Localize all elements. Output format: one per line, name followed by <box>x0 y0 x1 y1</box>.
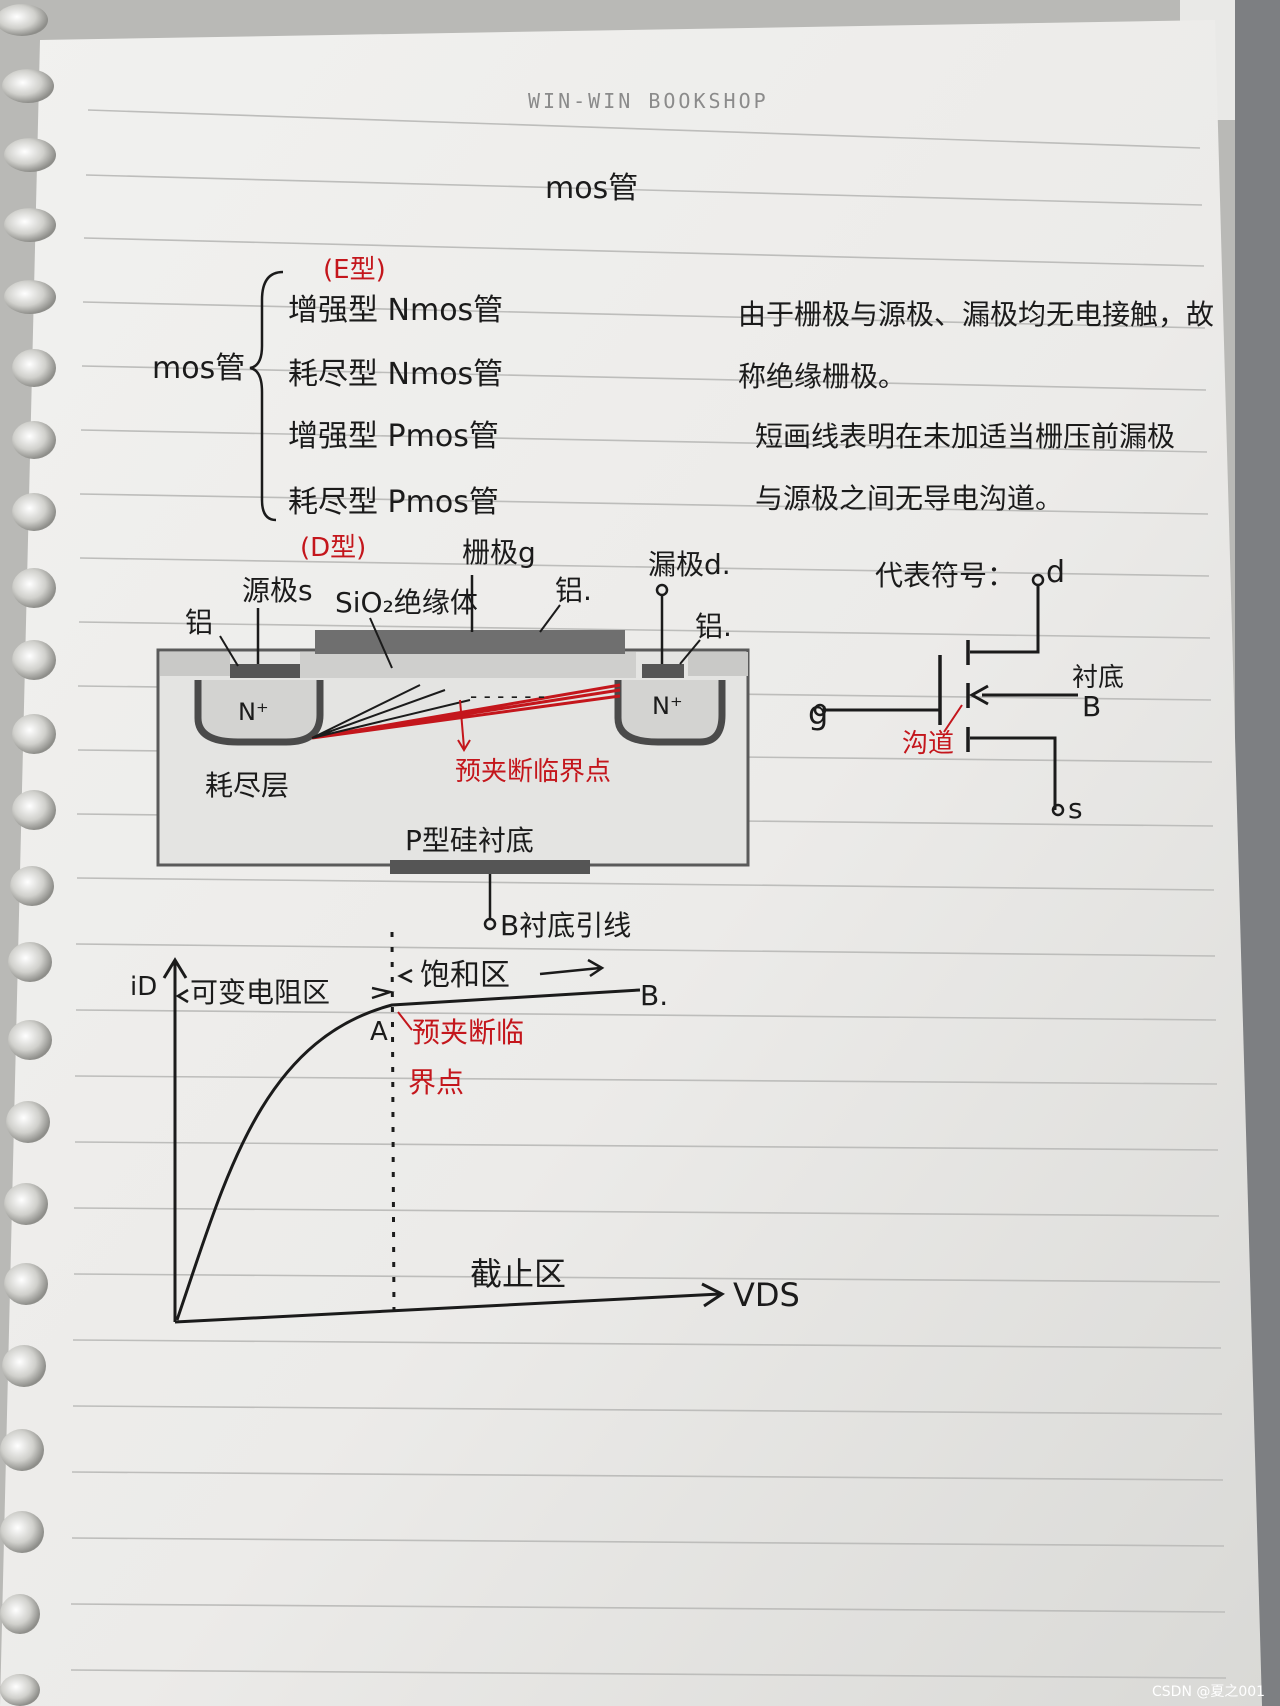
channel-dark-lines <box>311 684 471 739</box>
classification-brace <box>249 270 284 522</box>
y-axis-label: iD <box>130 972 157 1002</box>
substrate-label: P型硅衬底 <box>405 824 534 857</box>
oxide-layer <box>300 652 636 678</box>
region-left-arrow-right <box>371 986 395 1000</box>
channel-charges: - - - - - - <box>470 684 545 708</box>
pinchoff-label: 预夹断临界点 <box>455 757 611 787</box>
type-item-2: 耗尽型 Nmos管 <box>288 357 503 392</box>
channel-pointer <box>943 704 963 733</box>
drain-label: 漏极d. <box>648 548 731 581</box>
aluminum-top-label: 铝. <box>555 574 592 607</box>
gate-symbol-label: g <box>808 694 828 732</box>
notes-section: 由于栅极与源极、漏极均无电接触，故 称绝缘栅极。 短画线表明在未加适当栅压前漏极… <box>738 298 1214 515</box>
circuit-symbol: 代表符号： d 衬底 B g s 沟道 <box>808 555 1124 825</box>
pinchoff-arrow-head <box>457 739 471 752</box>
characteristic-curve <box>175 988 641 1321</box>
mos-root-label: mos管 <box>152 351 245 386</box>
critical-point-text-1: 预夹断临 <box>412 1016 524 1049</box>
output-curve: iD VDS 可变电阻区 饱和区 B. A 预夹断临 界点 截止区 <box>130 931 800 1324</box>
x-axis <box>174 1292 721 1324</box>
aluminum-top-pointer <box>539 604 561 633</box>
source-symbol-terminal <box>1051 803 1065 817</box>
type-item-3: 增强型 Pmos管 <box>288 419 499 454</box>
drain-metal <box>642 664 684 678</box>
channel-symbol-label: 沟道 <box>902 729 954 759</box>
source-wire <box>970 736 1057 810</box>
cutoff-region-label: 截止区 <box>470 1255 566 1293</box>
drain-n-region <box>614 680 726 746</box>
drain-nplus-label: N⁺ <box>652 692 683 720</box>
note-line-3: 短画线表明在未加适当栅压前漏极 <box>755 420 1175 453</box>
depletion-layer-label: 耗尽层 <box>205 769 289 802</box>
region-right-line <box>539 966 601 976</box>
note-line-2: 称绝缘栅极。 <box>738 360 906 393</box>
drain-wire <box>970 585 1040 654</box>
substrate-symbol-label: B <box>1082 690 1101 723</box>
x-axis-arrow <box>701 1282 725 1308</box>
y-axis-arrow <box>162 957 188 979</box>
pinchoff-divider <box>390 931 396 1317</box>
curve-endpoint-label: B. <box>640 979 668 1012</box>
d-type-label: (D型) <box>300 533 366 563</box>
region-right-arrow-left <box>397 968 413 984</box>
note-line-4: 与源极之间无导电沟道。 <box>755 482 1063 515</box>
critical-point-arrow <box>397 1011 413 1031</box>
classification-section: (E型) mos管 增强型 Nmos管 耗尽型 Nmos管 增强型 Pmos管 … <box>152 255 503 563</box>
aluminum-right-pointer <box>679 639 701 665</box>
type-item-1: 增强型 Nmos管 <box>288 293 503 328</box>
gate-symbol-terminal <box>813 703 827 717</box>
substrate-terminal <box>483 917 497 931</box>
region-left-label: 可变电阻区 <box>190 976 330 1009</box>
note-line-1: 由于栅极与源极、漏极均无电接触，故 <box>738 298 1214 331</box>
substrate-contact <box>390 860 590 874</box>
aluminum-right-label: 铝. <box>695 610 732 643</box>
source-n-region <box>194 680 324 746</box>
watermark: CSDN @夏之001 <box>1152 1684 1265 1700</box>
source-symbol-label: s <box>1068 792 1083 825</box>
drain-symbol-label: d <box>1046 555 1065 590</box>
spiral-binding <box>0 4 56 1706</box>
oxide-right <box>688 652 748 676</box>
mos-structure-diagram: N⁺ N⁺ - - - - - - 预夹断临界点 耗尽层 P型硅衬底 B衬底引线… <box>156 536 750 942</box>
oxide-left <box>160 652 230 676</box>
gate-label: 栅极g <box>462 536 536 569</box>
aluminum-left-pointer <box>219 635 239 667</box>
region-right-arrow-right <box>587 958 605 978</box>
source-metal <box>230 664 300 678</box>
substrate-symbol-caption: 衬底 <box>1072 663 1124 693</box>
e-type-label: (E型) <box>323 255 386 285</box>
channel-red-lines <box>311 683 621 740</box>
pinchoff-arrow <box>459 699 465 749</box>
region-left-arrow-left <box>175 988 189 1004</box>
type-item-4: 耗尽型 Pmos管 <box>288 485 499 520</box>
critical-point-label: A <box>370 1017 388 1047</box>
ruled-lines <box>70 109 1227 1679</box>
aluminum-left-label: 铝 <box>185 606 213 639</box>
source-label: 源极s <box>242 574 313 607</box>
gate-metal <box>315 630 625 654</box>
source-nplus-label: N⁺ <box>238 698 269 726</box>
symbol-title: 代表符号： <box>875 559 1015 592</box>
substrate-lead-label: B衬底引线 <box>500 909 631 942</box>
page-title: mos管 <box>545 171 638 206</box>
brand-header: WIN-WIN BOOKSHOP <box>528 89 769 113</box>
region-right-label: 饱和区 <box>420 958 510 993</box>
sio2-label: SiO₂绝缘体 <box>335 586 478 619</box>
sio2-pointer <box>369 617 393 669</box>
critical-point-text-2: 界点 <box>408 1066 464 1099</box>
substrate-arrow <box>968 684 989 706</box>
x-axis-label: VDS <box>733 1276 800 1314</box>
